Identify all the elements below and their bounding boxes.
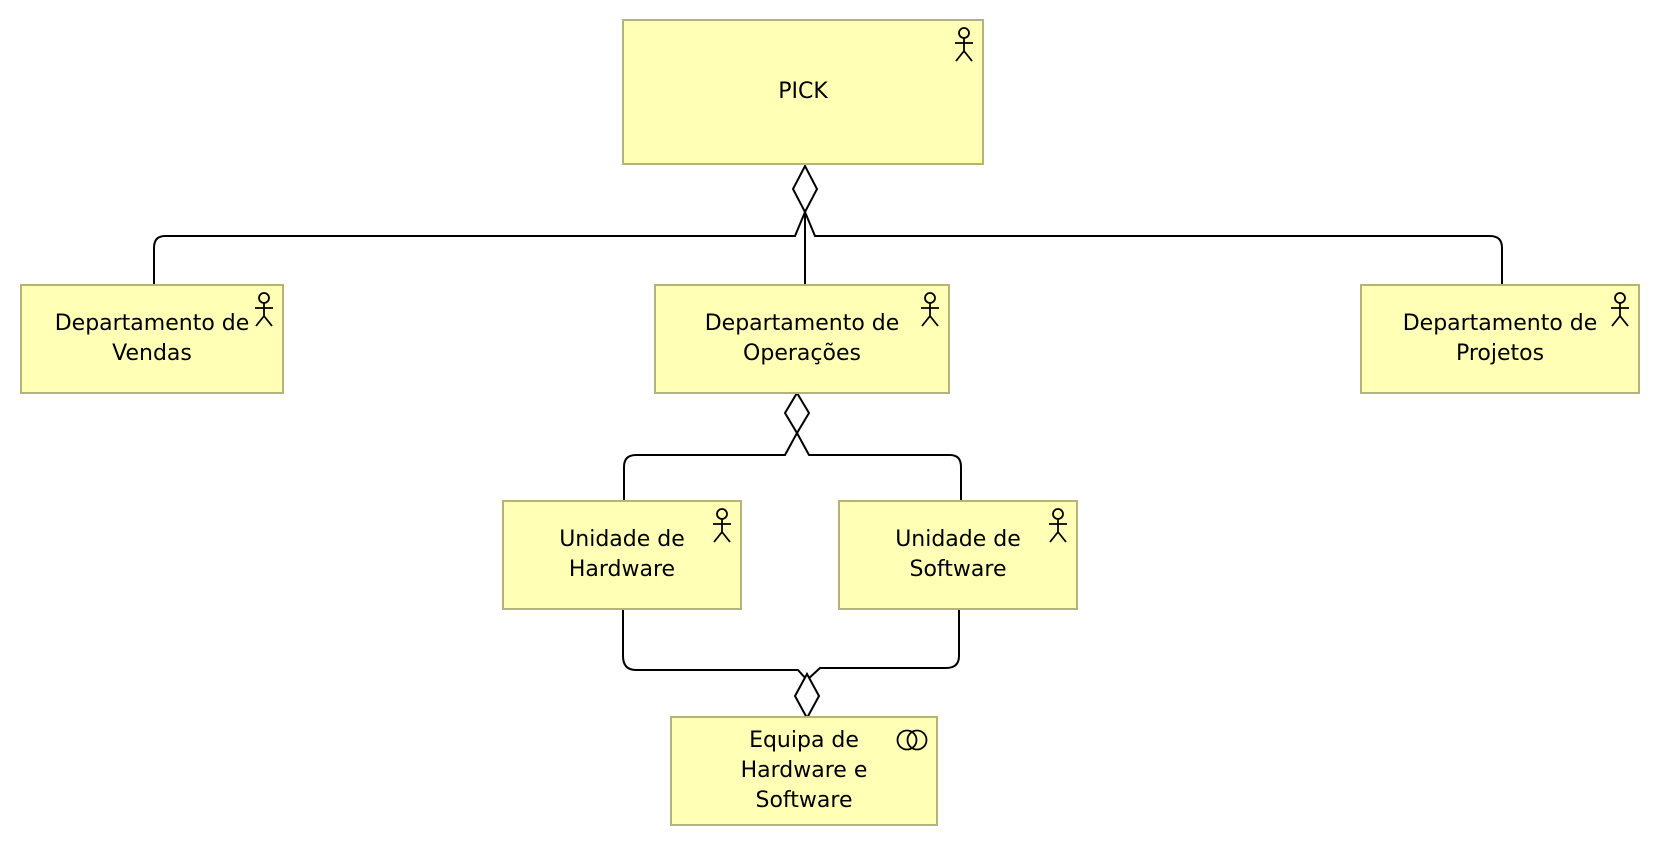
aggregation-diamond-operacoes: [783, 391, 811, 435]
connector-pick-projetos: [804, 211, 1503, 284]
connector-operacoes-hardware: [623, 432, 798, 500]
node-projetos[interactable]: Departamento de Projetos: [1360, 284, 1640, 394]
node-operacoes-label: Departamento de Operações: [704, 311, 900, 366]
node-vendas-label: Departamento de Vendas: [54, 311, 250, 366]
node-hardware-label: Unidade de Hardware: [559, 527, 685, 582]
actor-icon: [921, 292, 939, 327]
node-equipa-label: Equipa de Hardware e Software: [740, 728, 868, 813]
connector-hardware-equipa: [622, 609, 808, 681]
node-hardware[interactable]: Unidade de Hardware: [502, 500, 742, 610]
actor-icon: [1049, 508, 1067, 543]
collaboration-icon: [896, 729, 928, 751]
actor-icon: [713, 508, 731, 543]
connector-software-equipa: [806, 609, 960, 681]
connector-operacoes-software: [796, 432, 962, 500]
connector-pick-vendas: [153, 211, 806, 284]
node-pick[interactable]: PICK: [622, 19, 984, 165]
actor-icon: [255, 292, 273, 327]
actor-icon: [1611, 292, 1629, 327]
node-equipa[interactable]: Equipa de Hardware e Software: [670, 716, 938, 826]
node-operacoes[interactable]: Departamento de Operações: [654, 284, 950, 394]
aggregation-diamond-pick: [791, 163, 819, 215]
node-software-label: Unidade de Software: [895, 527, 1021, 582]
aggregation-diamond-equipa: [793, 671, 821, 721]
node-vendas[interactable]: Departamento de Vendas: [20, 284, 284, 394]
node-pick-label: PICK: [778, 79, 828, 104]
node-projetos-label: Departamento de Projetos: [1402, 311, 1598, 366]
actor-icon: [955, 27, 973, 62]
node-software[interactable]: Unidade de Software: [838, 500, 1078, 610]
